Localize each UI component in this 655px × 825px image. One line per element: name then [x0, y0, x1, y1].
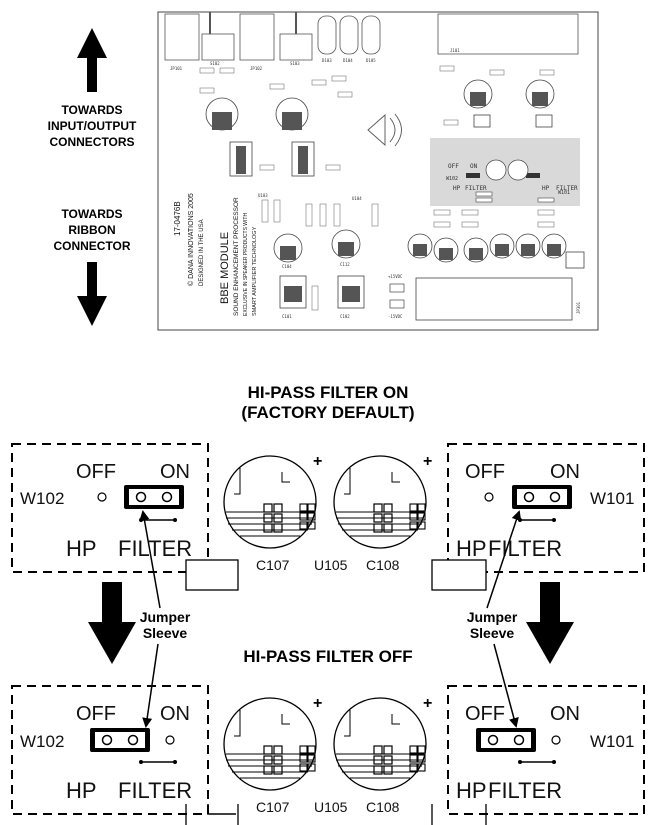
jumper-left-line1: Jumper: [140, 609, 191, 625]
label-jp102: JP102: [250, 66, 263, 71]
pcb-w101: W101: [558, 190, 570, 196]
w101-on-pin-icon: [484, 492, 494, 502]
pcb-overview: JP101 S102 JP102 S103 D103 D104 D105 J10…: [157, 11, 599, 331]
w102-on-hp-label: HP: [66, 536, 97, 561]
arrow-up-icon: [77, 28, 107, 92]
capacitors-top: + + C107 U105 C108: [223, 453, 432, 573]
pcb-filter: FILTER: [465, 185, 487, 192]
label-u105-top: U105: [314, 557, 348, 573]
arrow-down-icon: [77, 262, 107, 326]
pcb-hp: HP: [453, 185, 461, 192]
pcb-smart-amp: SMART AMPLIFIER TECHNOLOGY: [252, 226, 258, 316]
w102-on-id: W102: [20, 489, 64, 508]
w102-off-off-label: OFF: [76, 703, 116, 725]
label-jp301: JP301: [576, 301, 581, 314]
label-u104: U104: [352, 196, 362, 201]
switch-w102-on: OFF ON W102 HP FILTER: [11, 443, 239, 591]
jumper-right-line2: Sleeve: [470, 625, 515, 641]
arrow-down-left-icon: [88, 582, 136, 664]
arrow-down-right-icon: [526, 582, 574, 664]
label-d103: D103: [322, 58, 332, 63]
towards-io-line2: INPUT/OUTPUT: [48, 119, 137, 133]
w101-off-filter-label: FILTER: [488, 778, 562, 803]
pcb-off: OFF: [448, 163, 459, 170]
towards-ribbon-line2: RIBBON: [68, 223, 115, 237]
section-on-title-line1: HI-PASS FILTER ON: [248, 383, 409, 402]
w101-off-pin-icon: [551, 735, 561, 745]
pcb-w102: W102: [446, 176, 458, 182]
w101-off-off-label: OFF: [465, 703, 505, 725]
label-c104: C104: [282, 264, 292, 269]
w101-off-hp-label: HP: [456, 778, 487, 803]
label-c102: C102: [340, 314, 350, 319]
jumper-right-pointer-up: [486, 510, 522, 609]
towards-ribbon-line3: CONNECTOR: [53, 239, 130, 253]
w101-on-off-label: OFF: [465, 461, 505, 483]
w101-on-id: W101: [590, 489, 634, 508]
w101-off-on-label: ON: [550, 703, 580, 725]
cap-right-plus-bottom-icon: +: [423, 695, 432, 712]
w101-on-hp-label: HP: [456, 536, 487, 561]
w101-on-on-label: ON: [550, 461, 580, 483]
switch-w101-on: OFF ON W101 HP FILTER: [431, 443, 645, 591]
w102-off-pin-icon: [165, 735, 175, 745]
switch-w102-off: OFF ON W102 HP FILTER: [11, 685, 239, 825]
w102-off-on-label: ON: [160, 703, 190, 725]
jumper-right-pointer-down: [493, 643, 519, 728]
cap-left-plus-bottom-icon: +: [313, 695, 322, 712]
pcb-module-title: BBE MODULE: [219, 232, 231, 304]
w102-off-hp-label: HP: [66, 778, 97, 803]
label-c101: C101: [282, 314, 292, 319]
label-u103: U103: [258, 193, 268, 198]
pcb-copyright: © DANA INNOVATIONS 2005: [187, 193, 195, 286]
jumper-right-line1: Jumper: [467, 609, 518, 625]
label-j101: J101: [450, 48, 460, 53]
label-s102: S102: [210, 61, 220, 66]
label-c107-bottom: C107: [256, 799, 290, 815]
jumper-left-line2: Sleeve: [143, 625, 188, 641]
cap-right-plus-icon: +: [423, 453, 432, 470]
switch-w101-off: OFF ON W101 HP FILTER: [431, 685, 645, 825]
w102-off-filter-label: FILTER: [118, 778, 192, 803]
jumper-left-pointer-up: [139, 510, 161, 609]
cap-left-plus-icon: +: [313, 453, 322, 470]
section-on-title-line2: (FACTORY DEFAULT): [241, 403, 414, 422]
section-off-title: HI-PASS FILTER OFF: [243, 647, 412, 666]
label-d105: D105: [366, 58, 376, 63]
pcb-exclusive: EXCLUSIVE IN SPEAKER PRODUCTS WITH: [243, 213, 249, 316]
label-c108-top: C108: [366, 557, 400, 573]
label-c112: C112: [340, 262, 350, 267]
pcb-designed: DESIGNED IN THE USA: [199, 219, 205, 286]
pcb-part-number: 17-0476B: [173, 201, 182, 236]
towards-ribbon-line1: TOWARDS: [61, 207, 122, 221]
direction-arrows: TOWARDS INPUT/OUTPUT CONNECTORS TOWARDS …: [48, 28, 137, 326]
label-d104: D104: [343, 58, 353, 63]
label-m15vdc: -15VDC: [388, 314, 403, 319]
capacitors-bottom: + + C107 U105 C108: [223, 695, 432, 815]
label-c108-bottom: C108: [366, 799, 400, 815]
towards-io-line3: CONNECTORS: [49, 135, 134, 149]
label-jp101: JP101: [170, 66, 183, 71]
pcb-hp-right: HP: [542, 185, 550, 192]
w102-off-id: W102: [20, 732, 64, 751]
pcb-module-subtitle: SOUND ENHANCEMENT PROCESSOR: [233, 197, 240, 316]
label-p15vdc: +15VDC: [388, 274, 403, 279]
pcb-filter-right: FILTER: [556, 185, 578, 192]
pcb-on: ON: [470, 163, 478, 170]
w102-on-pin-icon: [97, 492, 107, 502]
label-s103: S103: [290, 61, 300, 66]
w102-on-off-label: OFF: [76, 461, 116, 483]
w101-off-id: W101: [590, 732, 634, 751]
label-u105-bottom: U105: [314, 799, 348, 815]
w102-on-on-label: ON: [160, 461, 190, 483]
towards-io-line1: TOWARDS: [61, 103, 122, 117]
w102-on-filter-label: FILTER: [118, 536, 192, 561]
w101-on-filter-label: FILTER: [488, 536, 562, 561]
label-c107-top: C107: [256, 557, 290, 573]
